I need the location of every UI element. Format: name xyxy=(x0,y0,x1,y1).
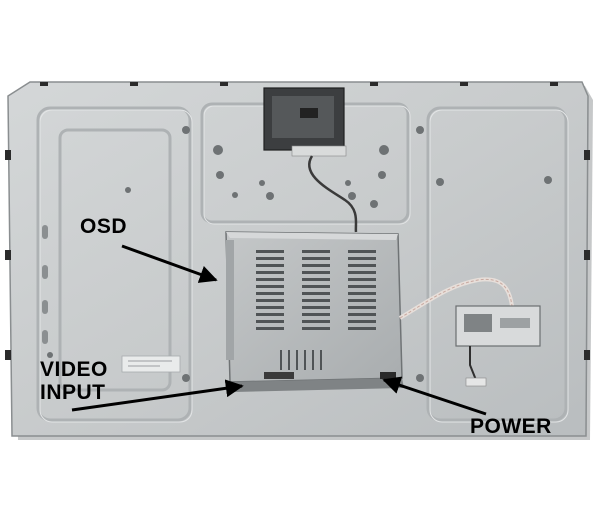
power-arrow xyxy=(382,376,487,416)
enclosure-vent-grille-left xyxy=(256,250,284,330)
right-pcb-cable xyxy=(469,346,477,381)
label-sticker xyxy=(121,355,181,373)
ribbon-connector xyxy=(291,145,347,157)
panel-top-tabs xyxy=(40,82,558,86)
enclosure-port-vents xyxy=(280,350,322,370)
panel-side-clips xyxy=(5,150,590,360)
right-pcb-chip xyxy=(464,314,492,332)
enclosure-vent-grille-right xyxy=(348,250,376,330)
right-pcb-plug xyxy=(465,377,487,387)
video-input-arrow xyxy=(71,379,244,412)
power-connector xyxy=(380,372,396,379)
enclosure-bottom-edge xyxy=(230,378,404,392)
ribbon-cable-stripes xyxy=(399,278,513,319)
video-input-label: VIDEO INPUT xyxy=(40,358,108,404)
right-pcb-connector xyxy=(500,318,530,328)
video-input-label-line1: VIDEO xyxy=(40,358,108,381)
power-label-text: POWER xyxy=(470,415,552,438)
upper-cable xyxy=(308,155,358,233)
left-vent-slots xyxy=(42,225,48,344)
sticker-text-lines xyxy=(128,360,172,367)
video-input-label-line2: INPUT xyxy=(40,381,106,405)
osd-label: OSD xyxy=(80,216,127,237)
power-label: POWER xyxy=(470,416,552,437)
osd-label-text: OSD xyxy=(80,215,128,238)
screw-holes xyxy=(47,126,552,382)
enclosure-vent-grille-middle xyxy=(302,250,330,330)
connector-chip xyxy=(300,108,318,118)
osd-arrow xyxy=(121,244,218,283)
osd-connector-side xyxy=(226,240,234,360)
enclosure-top-edge xyxy=(226,232,398,240)
video-input-connector xyxy=(264,372,294,379)
